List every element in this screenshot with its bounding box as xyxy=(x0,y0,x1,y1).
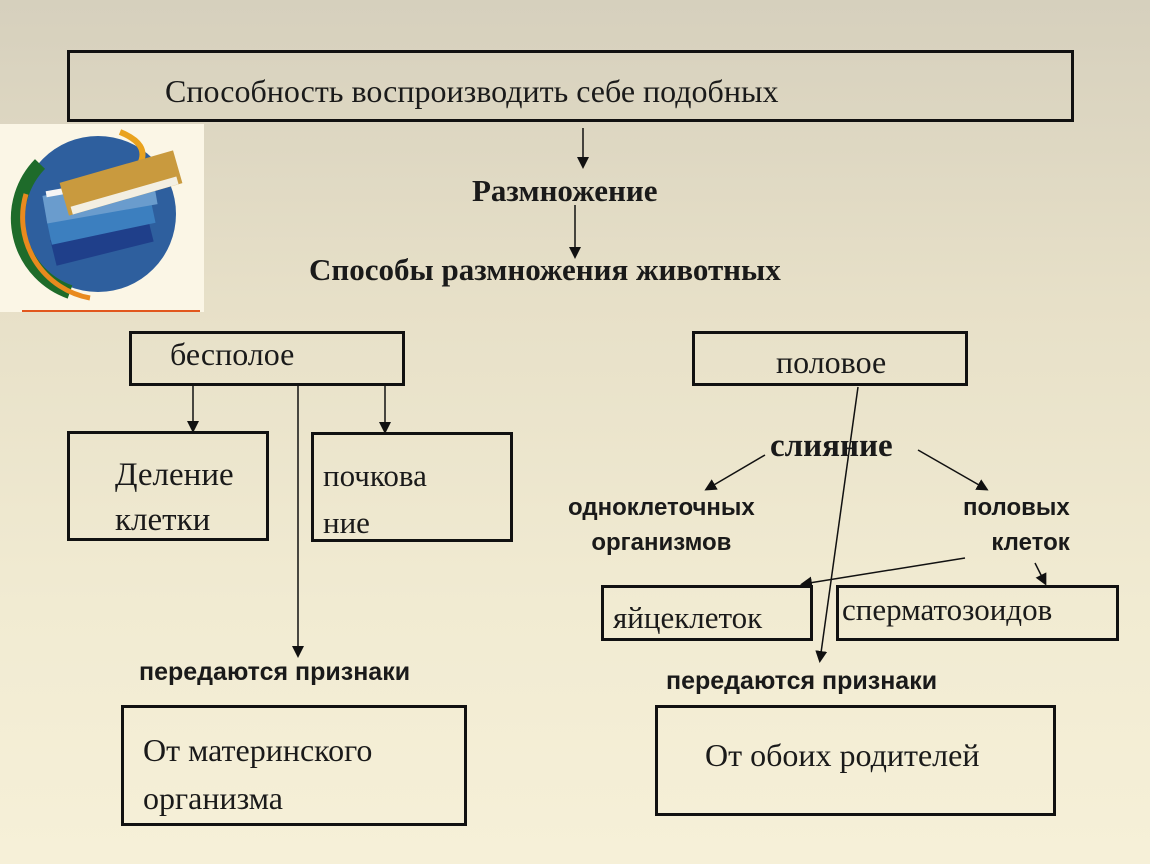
fusion-label: слияние xyxy=(770,428,893,464)
definition-box xyxy=(67,50,1074,122)
budding-line-1: почкова xyxy=(323,458,427,493)
asexual-transmitted-label: передаются признаки xyxy=(139,658,411,686)
asexual-box xyxy=(129,331,405,386)
definition-text: Способность воспроизводить себе подобных xyxy=(165,73,779,109)
sperm-text: сперматозоидов xyxy=(842,592,1053,627)
maternal-text: От материнского организма xyxy=(143,726,372,822)
unicellular-line-1: одноклеточных xyxy=(568,494,755,521)
maternal-box xyxy=(121,705,467,826)
reproduction-heading: Размножение xyxy=(472,173,658,208)
books-logo-panel xyxy=(0,124,204,314)
sexual-box xyxy=(692,331,968,386)
asexual-label: бесполое xyxy=(170,336,295,372)
budding-text: почкова ние xyxy=(323,453,427,546)
sexual-label: половое xyxy=(776,344,887,380)
unicellular-text: одноклеточных организмов xyxy=(568,491,755,561)
books-stack-icon xyxy=(10,129,200,314)
both-parents-text: От обоих родителей xyxy=(705,737,980,773)
germ-cells-line-2: клеток xyxy=(991,528,1070,556)
cell-division-text: Деление клетки xyxy=(115,453,234,542)
budding-box xyxy=(311,432,513,542)
cell-division-line-1: Деление xyxy=(115,457,234,493)
unicellular-line-2: организмов xyxy=(591,528,732,556)
cell-division-line-2: клетки xyxy=(115,501,211,538)
methods-heading: Способы размножения животных xyxy=(309,252,781,287)
maternal-line-2: организма xyxy=(143,780,283,816)
sexual-transmitted-label: передаются признаки xyxy=(666,667,938,695)
sperm-box xyxy=(836,585,1119,641)
cell-division-box xyxy=(67,431,269,541)
maternal-line-1: От материнского xyxy=(143,732,373,768)
eggs-text: яйцеклеток xyxy=(613,600,763,635)
both-parents-box xyxy=(655,705,1056,816)
eggs-box xyxy=(601,585,813,641)
germ-cells-text: половых клеток xyxy=(963,491,1070,561)
germ-cells-line-1: половых xyxy=(963,494,1070,521)
budding-line-2: ние xyxy=(323,504,370,540)
